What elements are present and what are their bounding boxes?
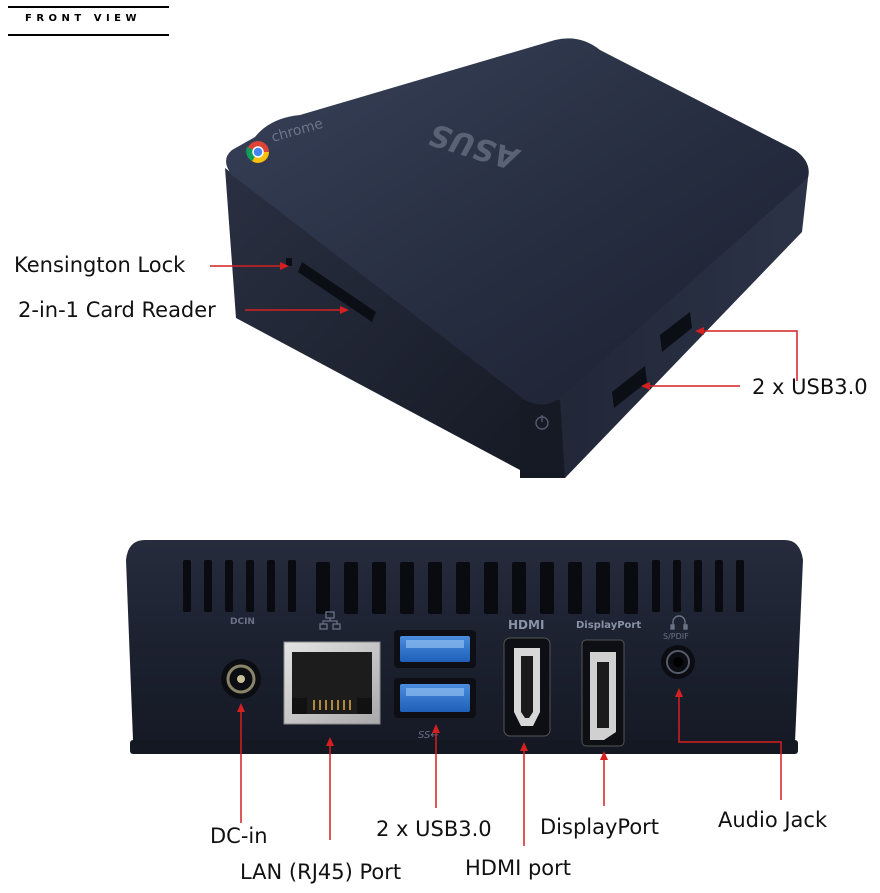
label-audio-jack: Audio Jack [718,808,828,832]
rear-usb-port-2 [394,678,476,718]
front-left-face [225,168,530,470]
dcin-port-label: DCIN [230,617,255,627]
callout-arrows [210,262,798,846]
displayport-port-label: DisplayPort [576,620,641,631]
chrome-logo-icon [246,141,269,163]
card-reader-slot [298,262,376,322]
usb-ss-mark: SS← [418,730,439,741]
rear-bottom-lip [130,740,798,754]
power-icon [535,415,549,430]
hdmi-port-label: HDMI [508,618,544,632]
displayport-port [581,639,625,747]
front-corner-edge [520,400,565,478]
label-front-usb: 2 x USB3.0 [752,375,868,399]
label-card-reader: 2-in-1 Card Reader [18,298,216,322]
label-displayport: DisplayPort [540,815,660,839]
label-lan-port: LAN (RJ45) Port [240,860,402,884]
front-top-face [226,38,809,405]
hdmi-port [503,637,551,737]
arrow-audio-jack [678,697,782,800]
spdif-label: S/PDIF [663,632,689,641]
label-hdmi-port: HDMI port [465,856,571,880]
label-kensington-lock: Kensington Lock [14,253,186,277]
rear-vents [183,560,744,614]
label-dc-in: DC-in [210,824,268,848]
headphone-icon [670,615,688,630]
page-title: FRONT VIEW [25,13,142,24]
kensington-slot [286,258,292,266]
header-rule-top [8,6,169,8]
header-rule-bottom [8,34,169,36]
front-right-face [530,178,808,478]
label-rear-usb: 2 x USB3.0 [376,817,492,841]
arrow-front-usb-1 [704,330,798,381]
front-usb-port-2 [612,366,647,408]
audio-jack-port [661,645,695,679]
lan-port [283,641,381,725]
rear-usb-port-1 [394,630,476,668]
lan-icon [319,611,341,630]
front-device: chrome ASUS [225,38,809,478]
rear-device: DCIN [126,540,803,754]
dc-in-port [221,659,261,699]
front-usb-port-1 [660,312,692,352]
